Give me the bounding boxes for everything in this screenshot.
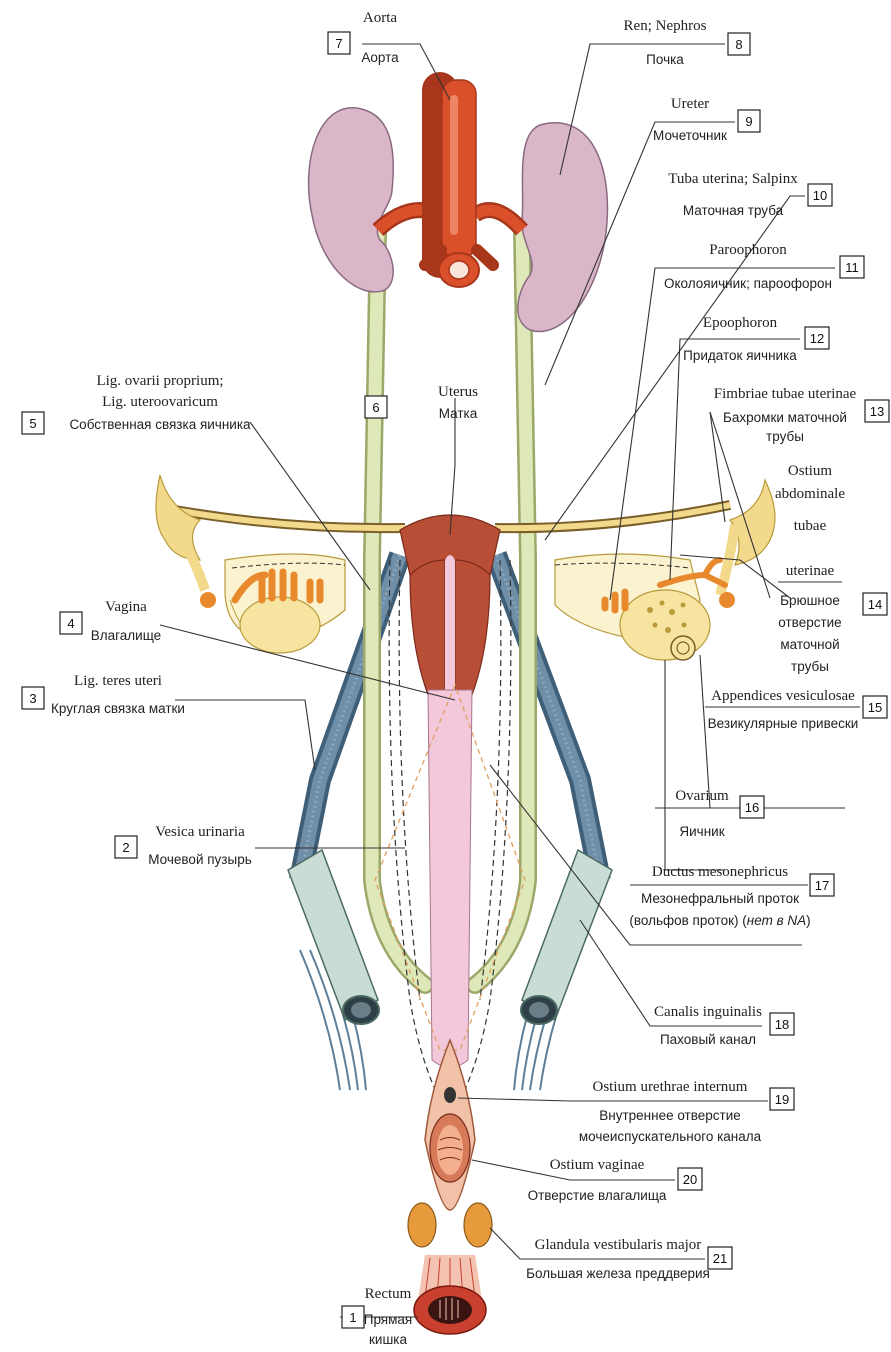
svg-text:отверстие: отверстие	[778, 615, 841, 630]
svg-text:uterinae: uterinae	[786, 563, 835, 579]
svg-text:Яичник: Яичник	[679, 824, 724, 839]
label-ovarian-ligament: 5 Lig. ovarii proprium; Lig. uteroovaric…	[22, 373, 251, 434]
svg-text:Lig. teres uteri: Lig. teres uteri	[74, 673, 162, 689]
label-bladder: 2 Vesica urinaria Мочевой пузырь	[115, 824, 252, 867]
svg-text:3: 3	[29, 691, 36, 706]
svg-text:Ostium vaginae: Ostium vaginae	[550, 1157, 645, 1173]
svg-text:Ductus mesonephricus: Ductus mesonephricus	[652, 864, 788, 880]
svg-text:маточной: маточной	[780, 637, 839, 652]
svg-text:1: 1	[349, 1310, 356, 1325]
svg-text:14: 14	[868, 597, 882, 612]
svg-text:Паховый канал: Паховый канал	[660, 1032, 756, 1047]
ovary-left	[200, 554, 345, 653]
svg-text:17: 17	[815, 878, 829, 893]
label-uterine-tube: 10 Tuba uterina; Salpinx Маточная труба	[668, 171, 832, 218]
svg-text:Ren; Nephros: Ren; Nephros	[624, 18, 707, 34]
svg-text:6: 6	[372, 400, 379, 415]
label-kidney: 8 Ren; Nephros Почка	[624, 18, 750, 67]
svg-text:Мезонефральный проток: Мезонефральный проток	[641, 891, 799, 906]
svg-text:Прямая: Прямая	[364, 1312, 412, 1327]
svg-text:Vagina: Vagina	[105, 599, 147, 615]
svg-text:Vesica urinaria: Vesica urinaria	[155, 824, 245, 840]
svg-text:Почка: Почка	[646, 52, 684, 67]
svg-text:Aorta: Aorta	[363, 10, 397, 26]
svg-text:20: 20	[683, 1172, 697, 1187]
svg-text:Rectum: Rectum	[365, 1286, 412, 1302]
vestibule	[425, 1040, 475, 1210]
svg-text:Матка: Матка	[439, 406, 478, 421]
label-paroophoron: 11 Paroophoron Околояичник; пароофорон	[664, 242, 864, 291]
svg-text:13: 13	[870, 404, 884, 419]
svg-text:10: 10	[813, 188, 827, 203]
label-vagina: 4 Vagina Влагалище	[60, 599, 161, 643]
svg-text:Мочевой пузырь: Мочевой пузырь	[148, 852, 251, 867]
svg-text:трубы: трубы	[791, 659, 829, 674]
leader-lines	[160, 44, 845, 1317]
vagina	[428, 690, 472, 1068]
svg-text:18: 18	[775, 1017, 789, 1032]
svg-text:Tuba uterina; Salpinx: Tuba uterina; Salpinx	[668, 171, 798, 187]
label-fimbriae: 13 Fimbriae tubae uterinae Бахромки мато…	[714, 386, 889, 444]
svg-text:15: 15	[868, 700, 882, 715]
svg-text:11: 11	[845, 260, 859, 275]
svg-text:Круглая связка матки: Круглая связка матки	[51, 701, 185, 716]
svg-text:4: 4	[67, 616, 74, 631]
svg-text:Влагалище: Влагалище	[91, 628, 161, 643]
svg-text:Мочеточник: Мочеточник	[653, 128, 727, 143]
svg-text:Uterus: Uterus	[438, 384, 478, 400]
svg-text:Fimbriae tubae uterinae: Fimbriae tubae uterinae	[714, 386, 857, 402]
rectum	[414, 1255, 486, 1334]
svg-text:Собственная связка яичника: Собственная связка яичника	[69, 417, 251, 432]
svg-text:Lig. ovarii proprium;: Lig. ovarii proprium;	[96, 373, 223, 389]
svg-text:9: 9	[745, 114, 752, 129]
svg-text:Ureter: Ureter	[671, 96, 709, 112]
svg-text:трубы: трубы	[766, 429, 804, 444]
svg-text:21: 21	[713, 1251, 727, 1266]
svg-text:12: 12	[810, 331, 824, 346]
aorta	[378, 80, 522, 287]
svg-text:Lig. uteroovaricum: Lig. uteroovaricum	[102, 394, 218, 410]
svg-text:Аорта: Аорта	[361, 50, 399, 65]
label-urethral-orifice: 19 Ostium urethrae internum Внутреннее о…	[579, 1079, 794, 1144]
label-ureter: 9 Ureter Мочеточник	[653, 96, 760, 143]
svg-text:5: 5	[29, 416, 36, 431]
svg-text:Appendices vesiculosae: Appendices vesiculosae	[711, 688, 855, 704]
svg-text:кишка: кишка	[369, 1332, 407, 1347]
svg-text:Ostium: Ostium	[788, 463, 833, 479]
label-round-ligament: 3 Lig. teres uteri Круглая связка матки	[22, 673, 185, 716]
label-aorta: 7 Aorta Аорта	[328, 10, 399, 65]
label-ovary: 16 Ovarium Яичник	[675, 788, 764, 839]
svg-text:2: 2	[122, 840, 129, 855]
svg-text:Брюшное: Брюшное	[780, 593, 840, 608]
label-mesonephric-duct: 17 Ductus mesonephricus Мезонефральный п…	[629, 864, 834, 928]
svg-text:Paroophoron: Paroophoron	[709, 242, 787, 258]
svg-text:Внутреннее отверстие: Внутреннее отверстие	[599, 1108, 741, 1123]
svg-text:Ovarium: Ovarium	[675, 788, 729, 804]
svg-text:Epoophoron: Epoophoron	[703, 315, 778, 331]
svg-text:Везикулярные привески: Везикулярные привески	[708, 716, 859, 731]
svg-text:19: 19	[775, 1092, 789, 1107]
label-number: 7	[335, 36, 342, 51]
label-ostium-abdominale: 14 Ostium abdominale tubae uterinae Брюш…	[775, 463, 887, 674]
svg-text:Околояичник; пароофорон: Околояичник; пароофорон	[664, 276, 832, 291]
svg-text:Glandula vestibularis major: Glandula vestibularis major	[535, 1237, 702, 1253]
svg-text:Ostium urethrae internum: Ostium urethrae internum	[593, 1079, 748, 1095]
svg-text:Отверстие влагалища: Отверстие влагалища	[528, 1188, 667, 1203]
svg-text:tubae: tubae	[794, 518, 827, 534]
svg-text:(вольфов проток) (нет в NA): (вольфов проток) (нет в NA)	[629, 913, 810, 928]
svg-text:Придаток яичника: Придаток яичника	[683, 348, 797, 363]
svg-text:16: 16	[745, 800, 759, 815]
svg-text:Большая железа преддверия: Большая железа преддверия	[526, 1266, 710, 1281]
svg-text:Бахромки маточной: Бахромки маточной	[723, 410, 847, 425]
label-appendices-vesiculosae: 15 Appendices vesiculosae Везикулярные п…	[705, 688, 887, 731]
svg-text:мочеиспускательного канала: мочеиспускательного канала	[579, 1129, 762, 1144]
svg-text:8: 8	[735, 37, 742, 52]
svg-text:abdominale: abdominale	[775, 486, 845, 502]
ovary-right	[555, 554, 735, 660]
uterus	[400, 515, 500, 701]
label-rectum: 1 Rectum Прямая кишка	[342, 1286, 412, 1347]
svg-text:Маточная труба: Маточная труба	[683, 203, 784, 218]
svg-text:Canalis inguinalis: Canalis inguinalis	[654, 1004, 762, 1020]
